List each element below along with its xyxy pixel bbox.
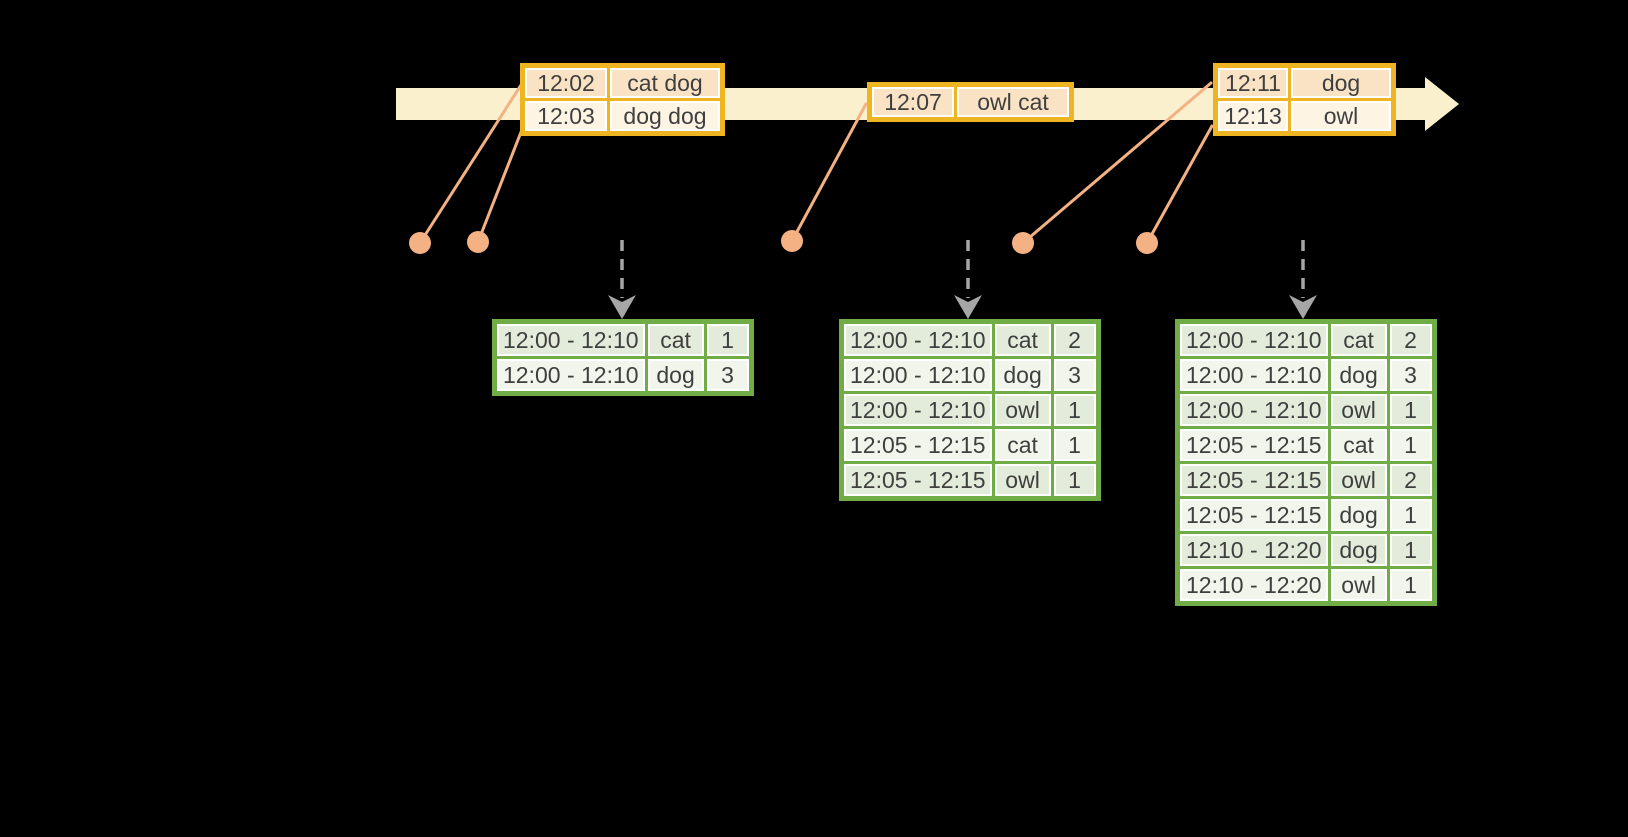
table-cell: 12:05 - 12:15 [1180,464,1328,496]
table-cell: dog [1291,68,1391,98]
table-cell: 12:10 - 12:20 [1180,569,1328,601]
table-cell: dog [1330,534,1387,566]
table-cell: 1 [1389,499,1432,531]
table-cell: dog [994,359,1051,391]
record-connector-line [1021,81,1213,245]
table-cell: dog dog [610,101,720,131]
table-cell: owl [1330,569,1387,601]
record-dot [781,230,803,252]
table-cell: cat [994,324,1051,356]
trigger-arrow [608,240,636,319]
table-cell: 1 [1389,429,1432,461]
record-connector-line [1145,124,1214,245]
trigger-arrowhead-icon [1289,295,1317,319]
table-cell: cat dog [610,68,720,98]
table-cell: 12:00 - 12:10 [497,359,645,391]
timeline-arrowhead-icon [1425,77,1459,131]
record-dot [467,231,489,253]
record-connector-line [418,83,523,245]
record-dot [1136,232,1158,254]
table-cell: 2 [1389,324,1432,356]
table-cell: 12:00 - 12:10 [844,359,992,391]
table-cell: 1 [1389,569,1432,601]
table-cell: 12:07 [872,87,954,117]
table-cell: 12:05 - 12:15 [844,429,992,461]
table-cell: owl [1330,464,1387,496]
table-cell: 1 [706,324,749,356]
table-cell: owl [994,464,1051,496]
table-cell: 12:00 - 12:10 [844,324,992,356]
table-cell: 12:10 - 12:20 [1180,534,1328,566]
table-cell: 12:02 [525,68,607,98]
table-cell: 12:03 [525,101,607,131]
record-connector-line [476,125,525,244]
table-cell: 1 [1053,429,1096,461]
table-cell: 12:00 - 12:10 [497,324,645,356]
record-dot [1012,232,1034,254]
table-cell: 1 [1053,394,1096,426]
table-cell: cat [1330,429,1387,461]
table-cell: 3 [706,359,749,391]
table-cell: 2 [1389,464,1432,496]
table-cell: 12:00 - 12:10 [1180,359,1328,391]
table-cell: owl [1330,394,1387,426]
trigger-arrow [954,240,982,319]
table-cell: 1 [1389,394,1432,426]
table-cell: cat [647,324,704,356]
table-cell: dog [1330,359,1387,391]
table-cell: owl [994,394,1051,426]
table-cell: 2 [1053,324,1096,356]
table-cell: dog [1330,499,1387,531]
trigger-arrow [1289,240,1317,319]
record-dot [409,232,431,254]
table-cell: 12:11 [1218,68,1288,98]
table-cell: owl [1291,101,1391,131]
table-cell: owl cat [957,87,1069,117]
table-cell: 12:05 - 12:15 [1180,429,1328,461]
table-cell: 3 [1389,359,1432,391]
table-cell: 3 [1053,359,1096,391]
table-cell: 12:13 [1218,101,1288,131]
table-cell: cat [994,429,1051,461]
table-cell: 1 [1053,464,1096,496]
table-cell: 1 [1389,534,1432,566]
table-cell: cat [1330,324,1387,356]
table-cell: 12:00 - 12:10 [1180,394,1328,426]
trigger-arrowhead-icon [954,295,982,319]
table-cell: 12:05 - 12:15 [1180,499,1328,531]
table-cell: 12:00 - 12:10 [1180,324,1328,356]
record-connector-line [790,102,868,243]
table-cell: 12:05 - 12:15 [844,464,992,496]
table-cell: 12:00 - 12:10 [844,394,992,426]
trigger-arrowhead-icon [608,295,636,319]
table-cell: dog [647,359,704,391]
